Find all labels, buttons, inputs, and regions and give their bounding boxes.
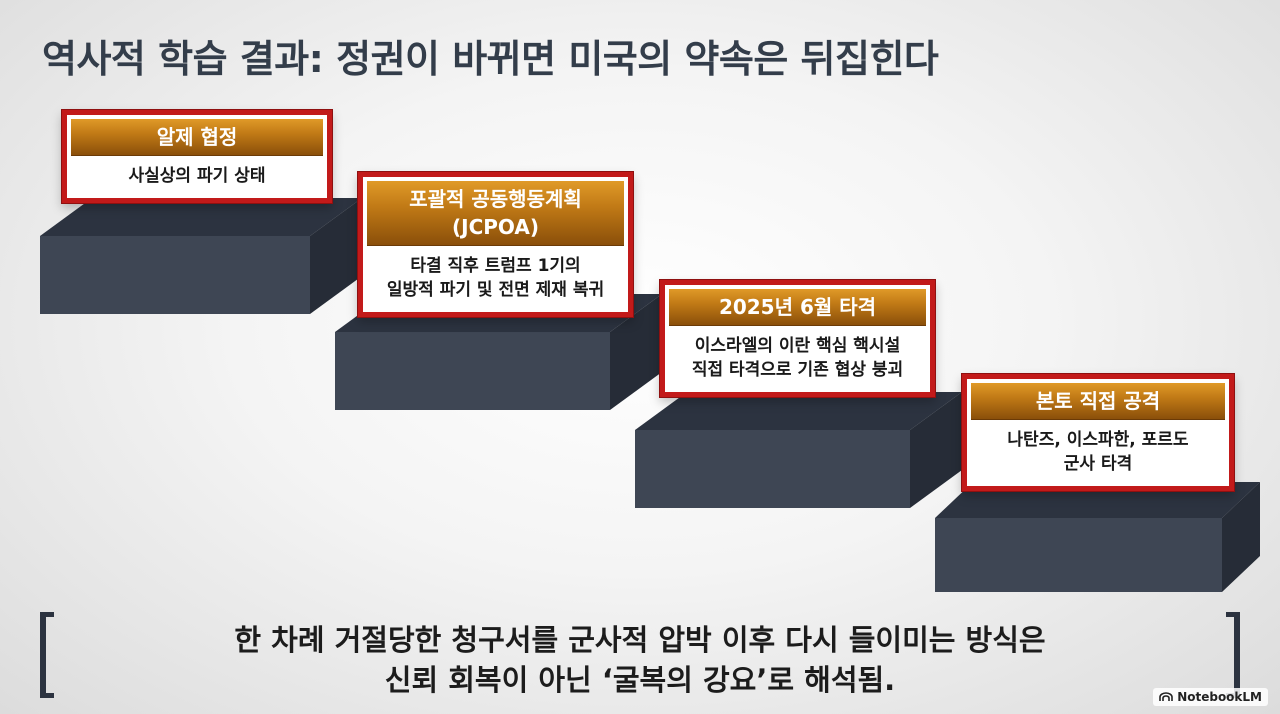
right-bracket [1226,612,1240,698]
step-card-title-sub: (JCPOA) [451,215,539,239]
step-card-title: 2025년 6월 타격 [718,295,877,319]
notebooklm-watermark: NotebookLM [1153,688,1268,706]
left-bracket [40,612,54,698]
stair-step-4 [935,482,1260,592]
conclusion-caption: 한 차례 거절당한 청구서를 군사적 압박 이후 다시 들이미는 방식은 신뢰 … [130,620,1150,700]
step-card-body: 이스라엘의 이란 핵심 핵시설 직접 타격으로 기존 협상 붕괴 [669,326,926,388]
step-card-jcpoa: 포괄적 공동행동계획 (JCPOA) 타결 직후 트럼프 1기의 일방적 파기 … [358,172,633,317]
step-card-header: 알제 협정 [71,119,323,156]
step-card-algiers-accords: 알제 협정 사실상의 파기 상태 [62,110,332,203]
page-title: 역사적 학습 결과: 정권이 바뀌면 미국의 약속은 뒤집힌다 [42,37,939,81]
caption-line-1: 한 차례 거절당한 청구서를 군사적 압박 이후 다시 들이미는 방식은 [234,623,1046,657]
step-card-header: 본토 직접 공격 [971,383,1225,420]
step-card-header: 2025년 6월 타격 [669,289,926,326]
step-card-body: 나탄즈, 이스파한, 포르도 군사 타격 [971,420,1225,482]
step-card-text: 일방적 파기 및 전면 제재 복귀 [386,280,605,300]
stair-step-3 [635,392,962,508]
step-card-body: 사실상의 파기 상태 [71,156,323,194]
stair-step-1 [40,198,362,314]
step-card-text: 직접 타격으로 기존 협상 붕괴 [691,360,904,380]
step-card-text: 타결 직후 트럼프 1기의 [410,256,581,276]
step-card-title: 본토 직접 공격 [1035,389,1161,413]
caption-line-2: 신뢰 회복이 아닌 ‘굴복의 강요’로 해석됨. [384,663,896,697]
step-card-title: 포괄적 공동행동계획 [409,187,582,211]
step-card-header: 포괄적 공동행동계획 (JCPOA) [367,181,624,246]
step-card-title: 알제 협정 [156,125,238,149]
step-card-homeland-attack: 본토 직접 공격 나탄즈, 이스파한, 포르도 군사 타격 [962,374,1234,491]
watermark-label: NotebookLM [1177,690,1262,704]
step-card-text: 군사 타격 [1063,454,1133,474]
step-card-text: 나탄즈, 이스파한, 포르도 [1007,430,1189,450]
step-card-text: 사실상의 파기 상태 [128,166,266,186]
step-card-june-2025-strike: 2025년 6월 타격 이스라엘의 이란 핵심 핵시설 직접 타격으로 기존 협… [660,280,935,397]
step-card-text: 이스라엘의 이란 핵심 핵시설 [694,336,901,356]
notebooklm-logo-icon [1159,692,1173,701]
step-card-body: 타결 직후 트럼프 1기의 일방적 파기 및 전면 제재 복귀 [367,246,624,308]
